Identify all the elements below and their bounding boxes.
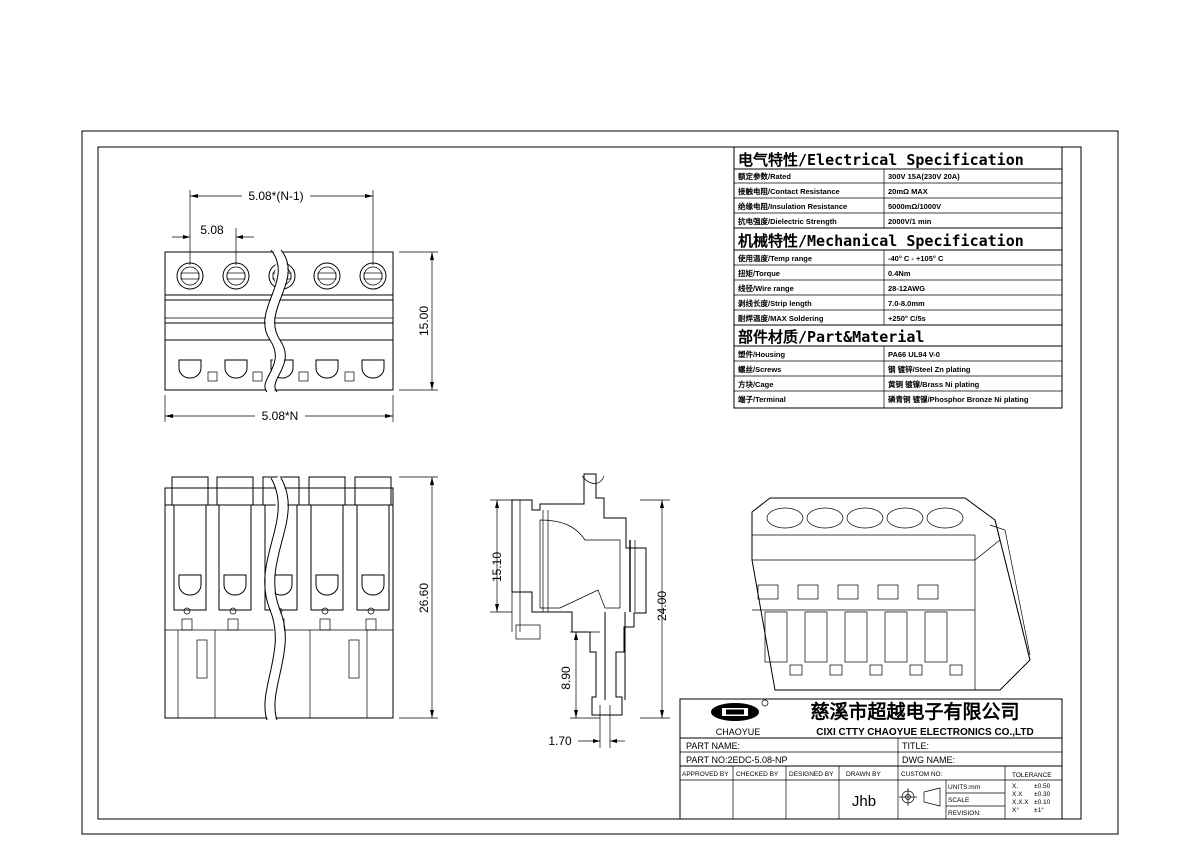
- spec-label: 剥线长度/Strip length: [738, 298, 812, 308]
- spec-table: 电气特性/Electrical Specification 机械特性/Mecha…: [733, 146, 1063, 409]
- projection-symbol-icon: [899, 787, 941, 807]
- dwg-name-label: DWG NAME:: [902, 755, 955, 765]
- section-title-mechanical: 机械特性/Mechanical Specification: [738, 232, 1024, 250]
- tolerance-value: ±0.10: [1034, 799, 1051, 806]
- top-view: 5.08*(N-1) 5.08: [164, 188, 438, 423]
- tolerance-key: X.X.X: [1012, 799, 1029, 806]
- tolerance-value: ±1°: [1034, 806, 1044, 814]
- tolerance-key: X.X: [1012, 791, 1023, 798]
- spec-label: 接触电阻/Contact Resistance: [738, 186, 840, 196]
- front-view: 26.60: [164, 476, 438, 722]
- spec-label: 方块/Cage: [738, 379, 773, 389]
- tolerance-key: X°: [1012, 806, 1019, 814]
- spec-value: 300V 15A(230V 20A): [888, 172, 960, 181]
- spec-value: -40° C - +105° C: [888, 254, 944, 263]
- spec-value: 28-12AWG: [888, 284, 925, 293]
- tolerance-value: ±0.50: [1034, 783, 1051, 790]
- spec-label: 额定参数/Rated: [738, 171, 791, 181]
- spec-label: 使用温度/Temp range: [737, 253, 812, 263]
- tolerance-title: TOLERANCE: [1012, 772, 1052, 779]
- section-title-material: 部件材质/Part&Material: [738, 328, 924, 346]
- spec-label: 塑件/Housing: [738, 349, 785, 359]
- dim-pitch-n-minus-1: 5.08*(N-1): [248, 189, 303, 203]
- spec-value: 黄铜 镀镍/Brass Ni plating: [888, 379, 980, 389]
- spec-value: 磷青铜 镀镍/Phosphor Bronze Ni plating: [888, 394, 1029, 404]
- spec-value: 20mΩ MAX: [888, 187, 928, 196]
- spec-label: 线径/Wire range: [738, 283, 794, 293]
- spec-value: +250° C/5s: [888, 314, 926, 323]
- units-label: UNITS:mm: [948, 784, 980, 791]
- title-label: TITLE:: [902, 741, 929, 751]
- company-name-cn: 慈溪市超越电子有限公司: [810, 700, 1019, 723]
- dim-side-upper: 15.10: [490, 552, 504, 582]
- tolerance-key: X.: [1012, 783, 1018, 790]
- spec-value: PA66 UL94 V-0: [888, 350, 940, 359]
- tolerance-value: ±0.30: [1034, 791, 1051, 798]
- dim-pin-width: 1.70: [548, 734, 572, 748]
- outer-frame: [81, 130, 1119, 835]
- spec-value: 0.4Nm: [888, 269, 911, 278]
- spec-value: 5000mΩ/1000V: [888, 202, 941, 211]
- title-block: CHAOYUE 慈溪市超越电子有限公司 CIXI CTTY CHAOYUE EL…: [679, 698, 1063, 820]
- approved-by-label: APPROVED BY: [682, 771, 729, 778]
- part-no-label: PART NO:2EDC-5.08-NP: [686, 755, 788, 765]
- inner-frame: [97, 146, 1082, 820]
- side-view: 15.10 8.90 24.00 1.70: [490, 473, 670, 748]
- dim-side-pin: 8.90: [559, 666, 573, 690]
- logo-text: CHAOYUE: [716, 727, 761, 737]
- designed-by-label: DESIGNED BY: [789, 771, 834, 778]
- custom-no-label: CUSTOM NO:: [901, 771, 943, 778]
- scale-label: SCALE: [948, 797, 970, 804]
- spec-label: 扭矩/Torque: [738, 268, 780, 278]
- spec-label: 耐焊温度/MAX Soldering: [738, 313, 824, 323]
- dim-side-total: 24.00: [655, 591, 669, 621]
- spec-label: 抗电强度/Dielectric Strength: [738, 216, 837, 226]
- spec-label: 螺丝/Screws: [738, 364, 781, 374]
- spec-label: 端子/Terminal: [738, 394, 786, 404]
- dim-height-top: 15.00: [417, 306, 431, 336]
- dim-height-front: 26.60: [417, 583, 431, 613]
- company-name-en: CIXI CTTY CHAOYUE ELECTRONICS CO.,LTD: [816, 727, 1033, 738]
- drawn-by-value: Jhb: [852, 793, 876, 810]
- section-title-electrical: 电气特性/Electrical Specification: [738, 151, 1024, 169]
- spec-label: 绝缘电阻/Insulation Resistance: [738, 201, 847, 211]
- spec-value: 钢 镀锌/Steel Zn plating: [888, 364, 971, 374]
- dim-width-total: 5.08*N: [262, 409, 299, 423]
- drawn-by-label: DRAWN BY: [846, 771, 881, 778]
- dim-pitch: 5.08: [200, 223, 224, 237]
- checked-by-label: CHECKED BY: [736, 771, 779, 778]
- revision-label: REVISION:: [948, 810, 981, 817]
- spec-value: 7.0-8.0mm: [888, 299, 925, 308]
- spec-value: 2000V/1 min: [888, 217, 932, 226]
- isometric-view: [751, 497, 1031, 691]
- part-name-label: PART NAME:: [686, 741, 740, 751]
